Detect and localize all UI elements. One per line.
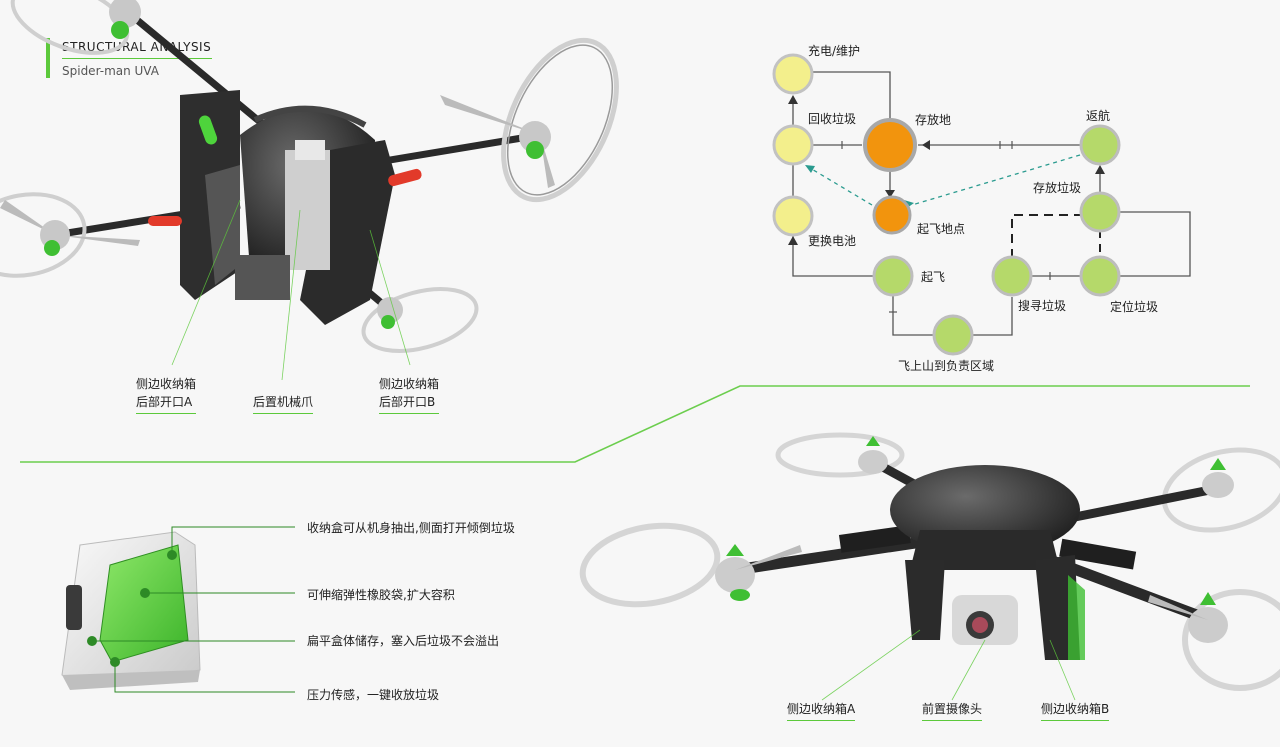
bottom-drone-illustration [579, 432, 1280, 691]
flow-label-storage: 存放地 [915, 113, 952, 127]
top-drone-leaders [171, 199, 411, 381]
top-label-side-box-b-line2: 后部开口B [379, 395, 436, 409]
box-leader-dots [87, 550, 177, 667]
flow-label-search: 搜寻垃圾 [1018, 299, 1067, 313]
flow-label-recycle: 回收垃圾 [808, 112, 857, 126]
bottom-label-front-camera: 前置摄像头 [922, 700, 983, 721]
flow-label-takeoff-point: 起飞地点 [917, 222, 966, 236]
top-label-side-box-a-line2: 后部开口A [136, 395, 193, 409]
flow-label-battery: 更换电池 [808, 234, 857, 248]
flow-label-locate: 定位垃圾 [1110, 300, 1159, 314]
box-leader-lines [95, 526, 295, 693]
flow-label-return: 返航 [1086, 109, 1111, 123]
flow-label-takeoff: 起飞 [921, 270, 946, 284]
section-divider [20, 385, 1250, 463]
top-label-side-box-a-line1: 侧边收纳箱 [136, 377, 197, 391]
page-subtitle: Spider-man UVA [62, 64, 159, 78]
storage-box-illustration [61, 531, 201, 690]
top-label-side-box-b-line1: 侧边收纳箱 [379, 377, 440, 391]
flow-diagram [772, 53, 1191, 356]
flow-label-store-garbage: 存放垃圾 [1033, 181, 1082, 195]
box-note-pressure-sensor: 压力传感，一键收放垃圾 [307, 688, 440, 702]
bottom-drone-leaders [821, 629, 1076, 701]
top-drone-illustration [0, 0, 619, 353]
top-label-claw: 后置机械爪 [253, 393, 314, 414]
box-note-extractable: 收纳盒可从机身抽出,侧面打开倾倒垃圾 [307, 521, 515, 535]
header-divider [62, 58, 212, 59]
header-accent-bar [46, 38, 50, 78]
flow-label-charge: 充电/维护 [808, 44, 861, 58]
bottom-label-side-box-b: 侧边收纳箱B [1041, 700, 1110, 721]
flow-label-fly-area: 飞上山到负责区域 [898, 359, 995, 373]
bottom-label-side-box-a: 侧边收纳箱A [787, 700, 856, 721]
top-label-side-box-b: 侧边收纳箱 后部开口B [379, 375, 440, 414]
box-note-elastic-bag: 可伸缩弹性橡胶袋,扩大容积 [307, 588, 455, 602]
box-note-flat-storage: 扁平盒体储存，塞入后垃圾不会溢出 [307, 634, 500, 648]
top-label-side-box-a: 侧边收纳箱 后部开口A [136, 375, 197, 414]
